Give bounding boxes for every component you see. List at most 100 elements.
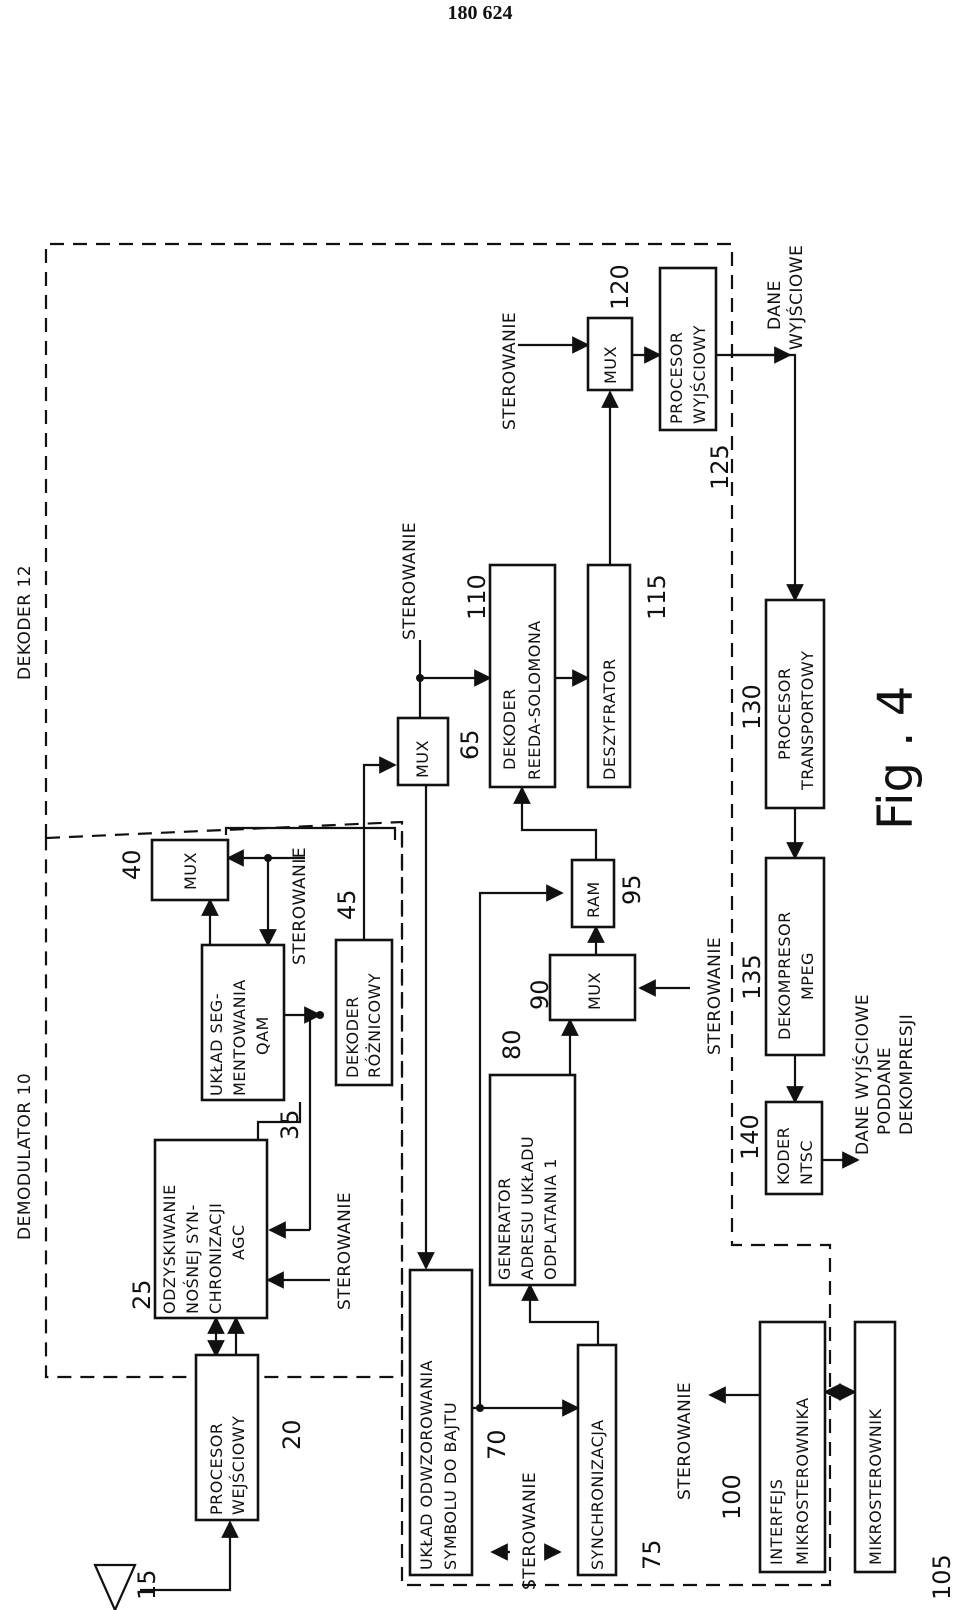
block-line: DEKOMPRESOR [775, 911, 794, 1040]
microcontroller-block: MIKROSTEROWNIK [853, 1320, 897, 1574]
out-transport-line [730, 353, 804, 602]
ram-rs-line [513, 786, 598, 860]
block-line: KODER [774, 1127, 793, 1185]
block-label: MIKROSTEROWNIK [866, 1409, 885, 1565]
output-processor-block: PROCESOR WYJŚCIOWY [658, 266, 718, 432]
ref-20: 20 [278, 1419, 306, 1450]
control-label: STEROWANIE [705, 937, 725, 1055]
control-label: STEROWANIE [400, 522, 420, 640]
block-label: SYNCHRONIZACJA [588, 1419, 607, 1570]
block-line: QAM [253, 1016, 272, 1055]
input-processor-block: PROCESOR WEJŚCIOWY [194, 1353, 260, 1522]
ref-125: 125 [706, 444, 734, 490]
block-label: MUX [181, 852, 200, 890]
ref-90: 90 [526, 979, 554, 1010]
ref-45: 45 [333, 889, 361, 920]
ref-115: 115 [643, 574, 671, 620]
carrier-qam-line [256, 1102, 302, 1140]
decompressed-output-label: DEKOMPRESJI [897, 1014, 917, 1135]
block-line: UKŁAD SEG- [207, 993, 226, 1096]
address-gen-block: GENERATOR ADRESU UKŁADU ODPLATANIA 1 [488, 1073, 577, 1287]
ntsc-encoder-block: KODER NTSC [764, 1100, 824, 1196]
page-number: 180 624 [447, 2, 513, 24]
micro-interface-block: INTERFEJS MIKROSTEROWNIKA [758, 1320, 827, 1574]
ref-120: 120 [606, 264, 634, 310]
antenna-line [140, 1520, 239, 1592]
svg-text:PROCESOR: PROCESOR [207, 1422, 226, 1515]
rs-decoder-block: DEKODER REEDA-SOLOMONA [488, 563, 557, 789]
ref-80: 80 [498, 1029, 526, 1060]
symbol-ram-line [478, 884, 564, 1408]
block-label: MUX [413, 740, 432, 778]
decompressed-output-label: PODDANE [875, 1047, 895, 1135]
decoder-label: DEKODER 12 [15, 565, 35, 680]
block-line: WEJŚCIOWY [229, 1416, 248, 1515]
block-line: PROCESOR [207, 1422, 226, 1515]
mpeg-decompressor-block: DEKOMPRESOR MPEG [764, 856, 826, 1057]
block-label: MUX [601, 346, 620, 384]
diff-mux65-line [362, 756, 397, 940]
ref-105: 105 [928, 1554, 956, 1600]
qam-segmentation-block: UKŁAD SEG- MENTOWANIA QAM [200, 943, 286, 1102]
output-data-label: DANE [765, 280, 785, 330]
block-line: AGC [229, 1224, 248, 1260]
control-label: STEROWANIE [500, 312, 520, 430]
ram-block: RAM [570, 858, 616, 929]
descrambler-block: DESZYFRATOR [586, 563, 632, 789]
block-line: DEKODER [343, 996, 362, 1078]
block-line: MPEG [798, 952, 817, 1000]
block-line: DEKODER [500, 688, 519, 770]
block-line: PROCESOR [667, 331, 686, 424]
mux-90-block: MUX [548, 953, 637, 1022]
mux-65-block: MUX [396, 716, 450, 787]
transport-processor-block: PROCESOR TRANSPORTOWY [764, 598, 826, 810]
output-data-label: WYJŚCIOWE [785, 245, 807, 350]
block-line: MIKROSTEROWNIKA [793, 1397, 812, 1565]
symbol-mapper-block: UKŁAD ODWZOROWANIA SYMBOLU DO BAJTU [408, 1268, 474, 1577]
block-line: ODZYSKIWANIE [160, 1184, 179, 1314]
antenna-icon [93, 1563, 137, 1610]
ref-65: 65 [456, 729, 484, 760]
block-line: PROCESOR [775, 667, 794, 760]
ref-100: 100 [718, 1474, 746, 1520]
control-label: STEROWANIE [520, 1472, 540, 1590]
block-line: GENERATOR [495, 1177, 514, 1280]
diff-decoder-block: DEKODER RÓŻNICOWY [334, 938, 394, 1087]
ref-130: 130 [738, 684, 766, 730]
block-line: NOŚNEJ SYN- [183, 1204, 202, 1314]
mux40-loop [224, 826, 397, 840]
block-line: INTERFEJS [767, 1479, 786, 1565]
block-line: MENTOWANIA [230, 979, 249, 1096]
control-label: STEROWANIE [335, 1192, 355, 1310]
control-label: STEROWANIE [290, 847, 310, 965]
block-label: MUX [585, 972, 604, 1010]
block-line: ODPLATANIA 1 [541, 1158, 560, 1280]
figure-label: Fig . 4 [868, 686, 924, 830]
block-line: ADRESU UKŁADU [518, 1136, 537, 1280]
demodulator-label: DEMODULATOR 10 [15, 1073, 35, 1240]
ref-40: 40 [118, 849, 146, 880]
block-line: NTSC [797, 1140, 816, 1185]
block-label: RAM [584, 881, 603, 918]
decompressed-output-label: DANE WYJŚCIOWE [851, 994, 873, 1155]
ref-25: 25 [128, 1279, 156, 1310]
control-label: STEROWANIE [675, 1382, 695, 1500]
block-label: DESZYFRATOR [600, 658, 619, 780]
ref-35: 35 [276, 1109, 304, 1140]
block-line: TRANSPORTOWY [798, 651, 817, 791]
ref-75: 75 [638, 1539, 666, 1570]
ref-95: 95 [618, 874, 646, 905]
svg-text:WEJŚCIOWY: WEJŚCIOWY [229, 1416, 248, 1515]
sync-block: SYNCHRONIZACJA [576, 1343, 618, 1577]
block-line: SYMBOLU DO BAJTU [441, 1402, 460, 1570]
decoder-boundary [44, 242, 832, 1587]
ref-110: 110 [463, 574, 491, 620]
ref-135: 135 [738, 954, 766, 1000]
carrier-recovery-block: ODZYSKIWANIE NOŚNEJ SYN- CHRONIZACJI AGC [153, 1138, 269, 1320]
ref-70: 70 [483, 1429, 511, 1460]
ref-140: 140 [736, 1114, 764, 1160]
block-line: REEDA-SOLOMONA [525, 620, 544, 780]
block-line: WYJŚCIOWY [690, 325, 709, 424]
block-line: UKŁAD ODWZOROWANIA [417, 1360, 436, 1570]
